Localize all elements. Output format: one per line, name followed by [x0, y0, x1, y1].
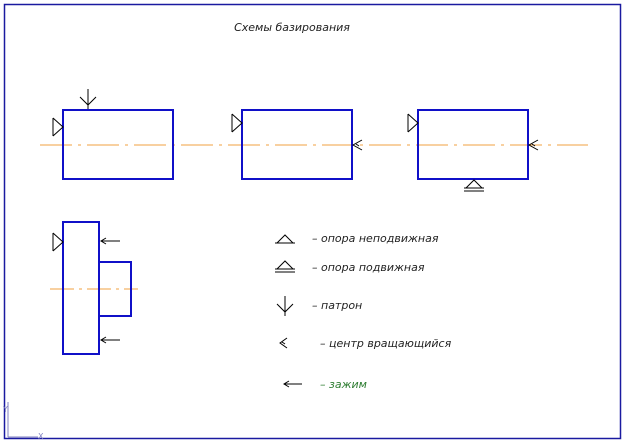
fixed-support-icon — [275, 234, 295, 244]
rotating-center-icon — [527, 139, 539, 151]
support-left-icon — [407, 113, 419, 133]
clamp-arrow-icon — [100, 237, 120, 245]
legend-chuck: – патрон — [312, 299, 362, 312]
clamp-arrow-icon — [283, 380, 302, 388]
diagram-title: Схемы базирования — [234, 21, 350, 34]
chuck-icon — [79, 89, 97, 109]
scheme-2 — [231, 109, 363, 180]
ucs-axis-icon — [7, 402, 38, 438]
workpiece-3 — [417, 109, 529, 180]
rotating-center-icon — [279, 337, 288, 349]
legend-fixed-support: – опора неподвижная — [312, 232, 439, 245]
drawing-frame — [3, 3, 622, 440]
support-left-icon — [52, 232, 64, 252]
workpiece-1 — [62, 109, 174, 180]
support-left-icon — [231, 113, 243, 133]
ucs-y-label: Y — [2, 405, 8, 414]
legend: – опора неподвижная – опора подвижная – … — [275, 232, 452, 391]
workpiece-2 — [241, 109, 353, 180]
ucs-x-label: X — [38, 432, 44, 441]
scheme-1 — [40, 89, 588, 180]
rotating-center-icon — [351, 139, 363, 151]
workpiece-4-step — [98, 261, 132, 317]
scheme-3 — [407, 109, 539, 192]
support-left-icon — [52, 117, 64, 137]
legend-movable-support: – опора подвижная — [312, 261, 425, 274]
scheme-4 — [50, 221, 138, 355]
movable-support-icon — [464, 179, 484, 192]
chuck-icon — [276, 296, 294, 316]
clamp-arrow-icon — [100, 336, 120, 344]
legend-rotating-center: – центр вращающийся — [320, 337, 452, 350]
legend-clamp: – зажим — [320, 378, 367, 391]
workpiece-4-body — [62, 221, 100, 355]
movable-support-icon — [275, 260, 295, 273]
